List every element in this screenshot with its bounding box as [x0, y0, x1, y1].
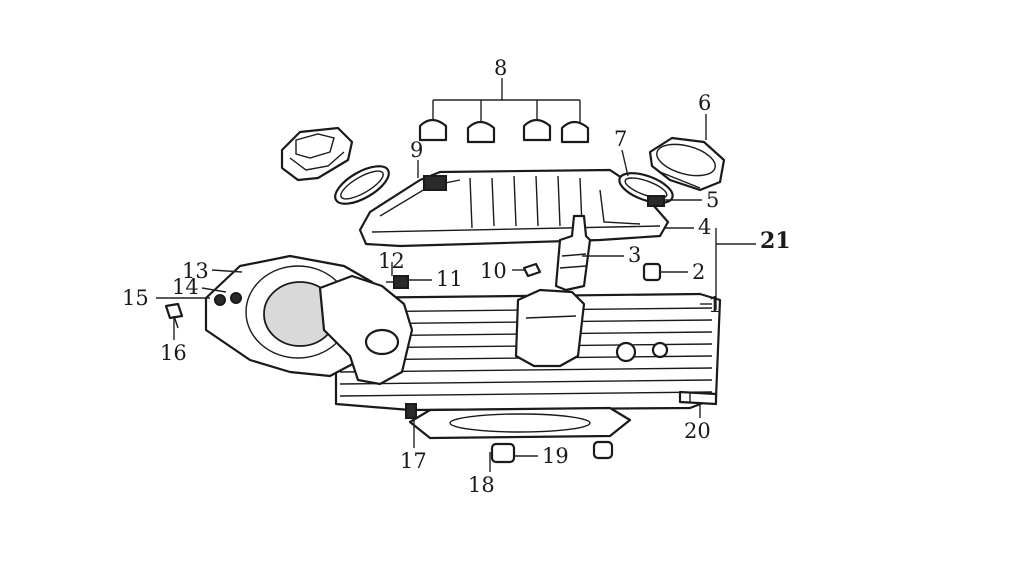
callout-16: 16: [160, 341, 187, 365]
callout-11: 11: [436, 267, 463, 291]
callout-21: 21: [760, 228, 791, 254]
callout-13: 13: [182, 259, 209, 283]
callout-8: 8: [494, 56, 507, 80]
part-dowel-2: [642, 262, 662, 282]
callout-14: 14: [172, 275, 199, 299]
callout-4: 4: [698, 215, 711, 239]
part-stud-20: [678, 390, 718, 406]
callout-10: 10: [480, 259, 507, 283]
callout-18: 18: [468, 473, 495, 497]
callout-5: 5: [706, 188, 719, 212]
part-inspection-cap-right: [648, 136, 726, 192]
part-pin-10: [522, 262, 542, 278]
callout-17: 17: [400, 449, 427, 473]
part-cap-nuts: [418, 118, 590, 144]
callout-1: 1: [708, 293, 721, 317]
leader-lines: [156, 78, 756, 472]
callout-15: 15: [122, 286, 149, 310]
part-bolts-11-12: [386, 275, 409, 289]
part-spark-plug: [554, 214, 592, 292]
part-intake-manifold: [204, 254, 414, 386]
part-gasket: [405, 403, 632, 440]
callout-12: 12: [378, 249, 405, 273]
part-dowel-19: [592, 440, 614, 460]
callout-9: 9: [410, 138, 423, 162]
callout-3: 3: [628, 243, 641, 267]
callout-7: 7: [614, 127, 627, 151]
part-o-ring-left: [334, 165, 390, 205]
part-bolt-5: [647, 195, 665, 207]
part-cylinder-head-cover: [358, 168, 670, 248]
part-inspection-cap-left: [280, 126, 354, 182]
callout-2: 2: [692, 260, 705, 284]
callout-19: 19: [542, 444, 569, 468]
part-dowel-18: [490, 442, 516, 464]
callout-6: 6: [698, 91, 711, 115]
callout-20: 20: [684, 419, 711, 443]
part-screw-16: [164, 302, 184, 329]
